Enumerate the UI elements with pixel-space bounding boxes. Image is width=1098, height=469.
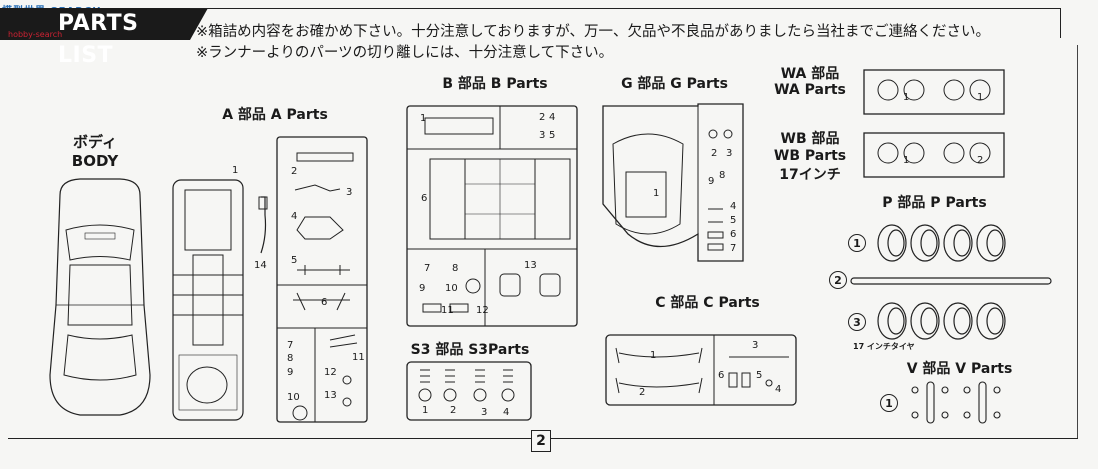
part-number: 6 — [718, 370, 725, 381]
part-number: 6 — [730, 229, 737, 240]
part-number: 2 — [450, 405, 457, 416]
part-number: 12 — [324, 367, 337, 378]
part-number: 3 — [752, 340, 759, 351]
page-number: 2 — [531, 430, 551, 452]
s3-parts-label: S3 部品 S3Parts — [410, 342, 530, 358]
part-number: 11 — [441, 305, 454, 316]
body-drawing — [49, 178, 151, 416]
part-number: 1 — [903, 92, 910, 103]
part-number: 7 — [287, 340, 294, 351]
part-number: 10 — [287, 392, 300, 403]
part-number: 10 — [445, 283, 458, 294]
g-parts-label: G 部品 G Parts — [621, 76, 728, 92]
part-number: 2 — [977, 155, 984, 166]
part-number: 2 — [291, 166, 298, 177]
a-parts-label: A 部品 A Parts — [222, 107, 328, 123]
a-parts-runner — [276, 136, 368, 423]
b-parts-label: B 部品 B Parts — [442, 76, 548, 92]
part-number: 5 — [756, 370, 763, 381]
part-number: 6 — [421, 193, 428, 204]
tire-set-1 — [877, 224, 1006, 262]
p-parts-label: P 部品 P Parts — [882, 195, 987, 211]
wa-parts-label-jp: WA 部品 — [780, 66, 840, 82]
part-number: 4 — [549, 112, 556, 123]
runner-bar — [850, 277, 1052, 285]
part-number: 1 — [977, 92, 984, 103]
part-number: 5 — [549, 130, 556, 141]
part-number: 7 — [730, 243, 737, 254]
marker-3: 3 — [848, 313, 866, 331]
frame-line — [1077, 45, 1078, 439]
part-number: 8 — [719, 170, 726, 181]
v-parts-label: V 部品 V Parts — [906, 361, 1013, 377]
part-number: 2 — [711, 148, 718, 159]
wa-parts-runner — [863, 69, 1005, 115]
part-number: 12 — [476, 305, 489, 316]
part-number: 4 — [730, 201, 737, 212]
marker-2: 2 — [829, 271, 847, 289]
marker-1: 1 — [848, 234, 866, 252]
part-number: 1 — [650, 350, 657, 361]
part-14-drawing — [258, 196, 268, 254]
c-parts-label: C 部品 C Parts — [655, 295, 760, 311]
part-number: 1 — [422, 405, 429, 416]
body-label-jp: ボディ — [73, 133, 117, 151]
part-number: 9 — [708, 176, 715, 187]
notice-line-1: ※箱詰め内容をお確かめ下さい。十分注意しておりますが、万一、欠品や不良品がありま… — [196, 24, 990, 40]
part-number: 1 — [232, 165, 239, 176]
part-number: 2 — [539, 112, 546, 123]
watermark-sub: hobby-search — [8, 30, 63, 39]
part-number: 1 — [903, 155, 910, 166]
wb-parts-runner — [863, 132, 1005, 178]
part-number: 11 — [352, 352, 365, 363]
notice-line-2: ※ランナーよりのパーツの切り離しには、十分注意して下さい。 — [196, 45, 614, 61]
c-parts-runner — [605, 334, 797, 406]
tire-set-3 — [877, 302, 1006, 340]
part-number: 7 — [424, 263, 431, 274]
part-number: 8 — [452, 263, 459, 274]
s3-parts-runner — [406, 361, 532, 421]
part-number: 3 — [539, 130, 546, 141]
part-number: 4 — [775, 384, 782, 395]
part-number: 3 — [481, 407, 488, 418]
part-number: 13 — [524, 260, 537, 271]
wb-parts-label-jp: WB 部品 — [780, 131, 840, 147]
v-parts-drawing — [911, 381, 1001, 424]
part-number: 2 — [639, 387, 646, 398]
body-label-en: BODY — [71, 152, 119, 170]
part-number: 4 — [291, 211, 298, 222]
chassis-drawing — [172, 179, 244, 421]
part-number: 14 — [254, 260, 267, 271]
part-number: 9 — [419, 283, 426, 294]
part-number: 8 — [287, 353, 294, 364]
part-number: 4 — [503, 407, 510, 418]
part-number: 5 — [291, 255, 298, 266]
part-number: 1 — [653, 188, 660, 199]
part-number: 3 — [346, 187, 353, 198]
part-number: 3 — [726, 148, 733, 159]
wa-parts-label-en: WA Parts — [774, 82, 846, 98]
frame-line — [190, 8, 1060, 9]
tire-note: 17 インチタイヤ — [853, 342, 915, 351]
frame-line — [1060, 8, 1061, 38]
part-number: 9 — [287, 367, 294, 378]
marker-1: 1 — [880, 394, 898, 412]
wb-parts-size: 17インチ — [779, 167, 841, 183]
part-number: 13 — [324, 390, 337, 401]
b-parts-runner — [406, 105, 578, 327]
g-parts-runner — [602, 103, 744, 262]
page-title: PARTS LIST — [0, 8, 208, 68]
part-number: 6 — [321, 297, 328, 308]
wb-parts-label-en: WB Parts — [773, 148, 847, 164]
part-number: 1 — [420, 113, 427, 124]
part-number: 5 — [730, 215, 737, 226]
